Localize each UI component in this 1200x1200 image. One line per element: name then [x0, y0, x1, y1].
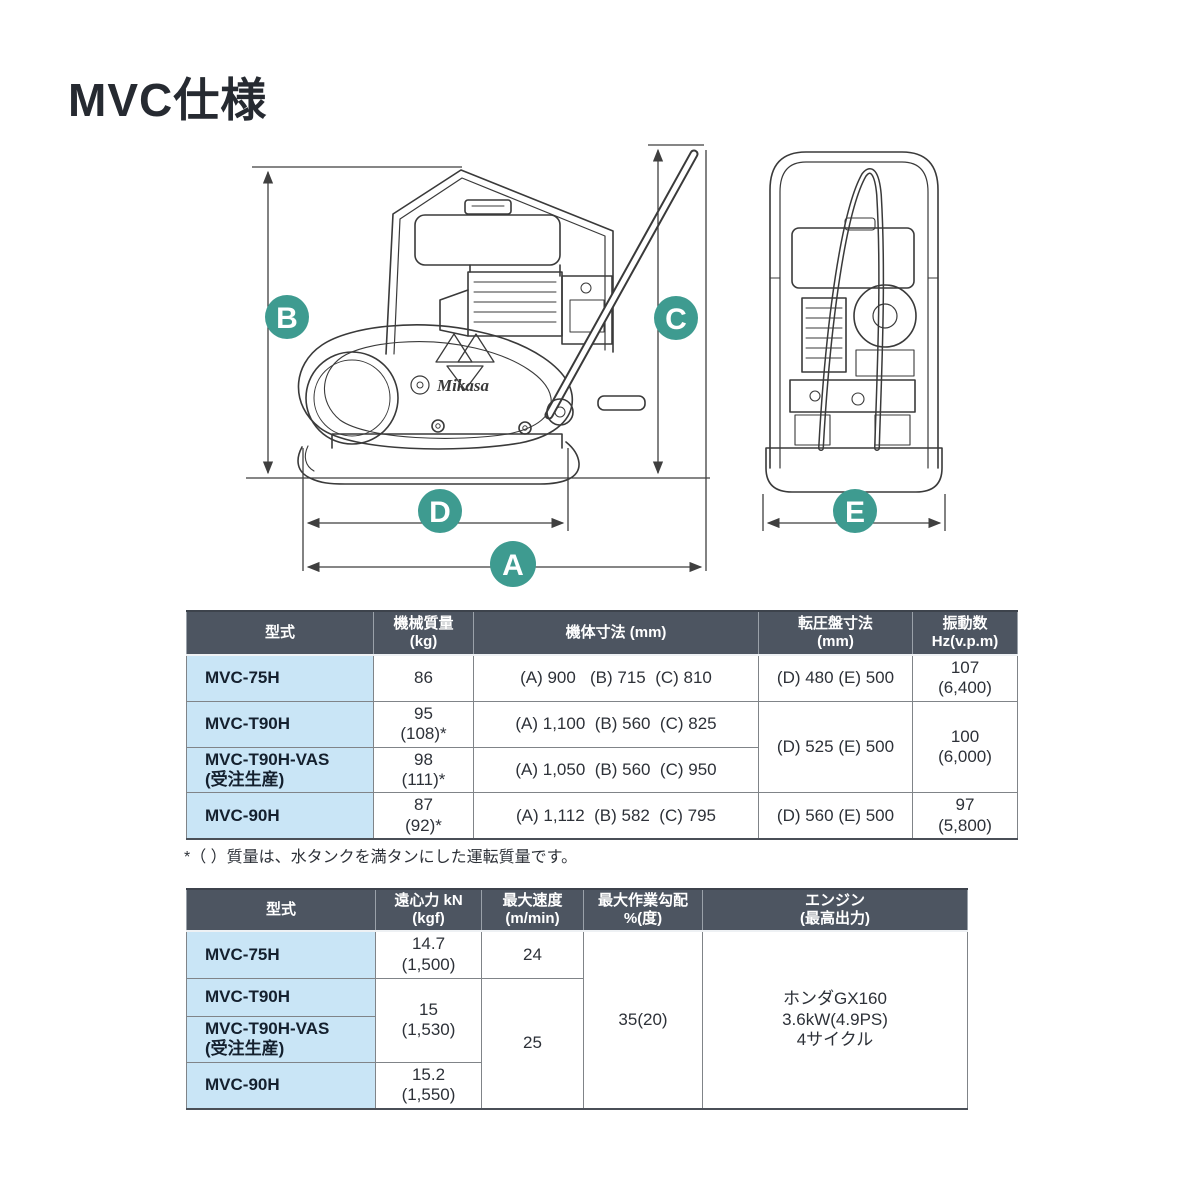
dimension-labels: B C D A E — [265, 295, 877, 587]
cell-model: MVC-75H — [186, 654, 374, 702]
base-plate — [297, 441, 580, 485]
rear-frame — [789, 379, 916, 413]
cell-plate-dims: (D) 560 (E) 500 — [758, 792, 913, 840]
table-header-row: 型式 機械質量 (kg) 機体寸法 (mm) 転圧盤寸法 (mm) 振動数 Hz… — [186, 611, 1018, 656]
fuel-tank — [414, 214, 561, 266]
tank-cap — [464, 199, 512, 215]
cell-model: MVC-T90H-VAS (受注生産) — [186, 746, 374, 794]
cage-inner — [393, 177, 606, 355]
col-header-speed: 最大速度 (m/min) — [481, 889, 584, 932]
col-header-vibration: 振動数 Hz(v.p.m) — [912, 611, 1018, 656]
cell-mass: 95 (108)* — [373, 700, 474, 748]
rear-cage-inner — [779, 161, 929, 469]
vibrator-base — [331, 433, 563, 449]
cell-mass: 87 (92)* — [373, 792, 474, 840]
cell-model: MVC-90H — [186, 792, 374, 840]
cage-outline — [385, 169, 614, 355]
cell-mass: 86 — [373, 654, 474, 702]
belt-cover — [297, 324, 574, 450]
cell-vibration: 107 (6,400) — [912, 654, 1018, 702]
cell-vibration: 97 (5,800) — [912, 792, 1018, 840]
cell-vibration: 100 (6,000) — [912, 700, 1018, 794]
col-header-model: 型式 — [186, 889, 376, 932]
col-header-force: 遠心力 kN (kgf) — [375, 889, 482, 932]
page-title: MVC仕様 — [68, 74, 268, 126]
cell-model: MVC-T90H — [186, 700, 374, 748]
rear-flywheel — [853, 284, 917, 348]
cell-force: 15 (1,530) — [375, 977, 482, 1063]
cell-model: MVC-T90H — [186, 977, 376, 1017]
svg-text:C: C — [665, 303, 687, 336]
dimension-diagram: Mikasa — [246, 144, 946, 587]
side-view-drawing: Mikasa — [297, 149, 699, 485]
brand-logo-text: Mikasa — [436, 376, 489, 395]
dim-label-b: B — [265, 295, 309, 339]
cell-engine: ホンダGX160 3.6kW(4.9PS) 4サイクル — [702, 930, 968, 1110]
cell-body-dims: (A) 1,112 (B) 582 (C) 795 — [473, 792, 759, 840]
cell-body-dims: (A) 1,100 (B) 560 (C) 825 — [473, 700, 759, 748]
dim-label-e: E — [833, 489, 877, 533]
table-row: MVC-T90H-VAS (受注生産) — [186, 1015, 968, 1063]
col-header-gradient: 最大作業勾配 %(度) — [583, 889, 703, 932]
cell-body-dims: (A) 900 (B) 715 (C) 810 — [473, 654, 759, 702]
cell-plate-dims: (D) 525 (E) 500 — [758, 700, 913, 794]
cell-model: MVC-90H — [186, 1061, 376, 1110]
cell-speed: 25 — [481, 977, 584, 1110]
dim-label-a: A — [490, 541, 536, 587]
table-row: MVC-T90H-VAS (受注生産) 98 (111)* (A) 1,050 … — [186, 746, 1018, 794]
col-header-mass: 機械質量 (kg) — [373, 611, 474, 656]
table-row: MVC-T90H 15 (1,530) 25 — [186, 977, 968, 1110]
col-header-plate-dims: 転圧盤寸法 (mm) — [758, 611, 913, 656]
cell-mass: 98 (111)* — [373, 746, 474, 794]
table-row: MVC-75H 14.7 (1,500) 24 35(20) ホンダGX160 … — [186, 930, 968, 1110]
cell-model: MVC-T90H-VAS (受注生産) — [186, 1015, 376, 1063]
svg-text:A: A — [502, 549, 524, 582]
pulley-circle — [305, 351, 399, 445]
table-row: MVC-90H 87 (92)* (A) 1,112 (B) 582 (C) 7… — [186, 792, 1018, 840]
cell-gradient: 35(20) — [583, 930, 703, 1110]
svg-text:D: D — [429, 496, 451, 529]
rear-cage-outer — [769, 151, 939, 469]
cell-plate-dims: (D) 480 (E) 500 — [758, 654, 913, 702]
dim-label-c: C — [654, 296, 698, 340]
svg-text:E: E — [845, 496, 865, 529]
footnote: *（ ）質量は、水タンクを満タンにした運転質量です。 — [184, 849, 578, 866]
cell-force: 15.2 (1,550) — [375, 1061, 482, 1110]
brand-logo-mark — [435, 333, 495, 391]
rear-tank — [791, 227, 915, 289]
handle-pivot — [546, 398, 574, 426]
rear-fins — [801, 297, 847, 373]
lift-handle — [597, 395, 646, 411]
rear-view-drawing — [765, 151, 943, 493]
spec-table-dimensions: 型式 機械質量 (kg) 機体寸法 (mm) 転圧盤寸法 (mm) 振動数 Hz… — [186, 610, 1018, 841]
col-header-engine: エンジン (最高出力) — [702, 889, 968, 932]
table-row: MVC-90H 15.2 (1,550) — [186, 1061, 968, 1110]
spec-table-performance: 型式 遠心力 kN (kgf) 最大速度 (m/min) 最大作業勾配 %(度)… — [186, 888, 968, 1110]
svg-text:B: B — [276, 302, 298, 335]
table-row: MVC-75H 86 (A) 900 (B) 715 (C) 810 (D) 4… — [186, 654, 1018, 702]
brand-badge — [410, 375, 430, 395]
col-header-model: 型式 — [186, 611, 374, 656]
belt-cover-inner — [323, 341, 552, 439]
cell-speed: 24 — [481, 930, 584, 979]
dimension-lines — [246, 144, 946, 573]
col-header-body-dims: 機体寸法 (mm) — [473, 611, 759, 656]
cell-body-dims: (A) 1,050 (B) 560 (C) 950 — [473, 746, 759, 794]
table-header-row: 型式 遠心力 kN (kgf) 最大速度 (m/min) 最大作業勾配 %(度)… — [186, 889, 968, 932]
cell-model: MVC-75H — [186, 930, 376, 979]
cell-force: 14.7 (1,500) — [375, 930, 482, 979]
rear-plate — [765, 447, 943, 493]
dim-label-d: D — [418, 489, 462, 533]
table-row: MVC-T90H 95 (108)* (A) 1,100 (B) 560 (C)… — [186, 700, 1018, 794]
